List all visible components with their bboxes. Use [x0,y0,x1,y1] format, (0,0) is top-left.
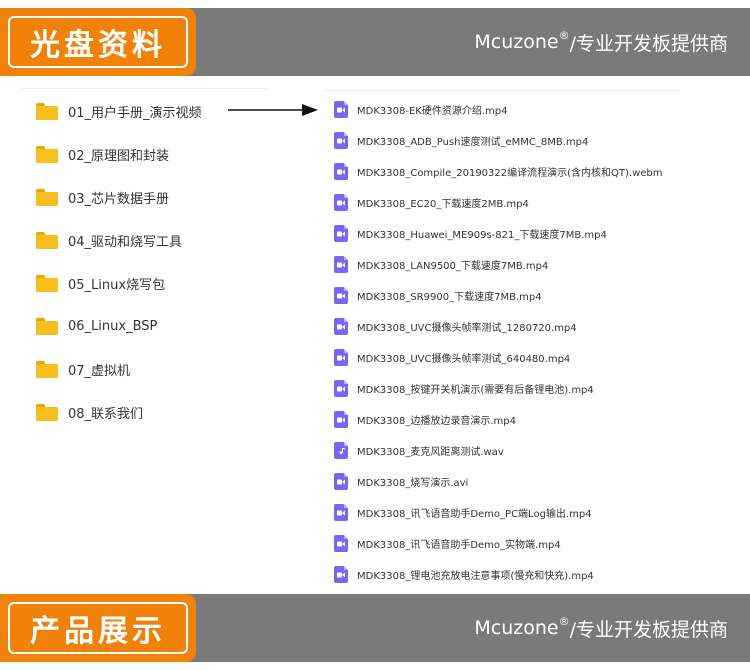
video-file-icon [334,534,348,552]
folder-label: 07_虚拟机 [68,363,131,379]
video-file-icon [334,131,348,149]
video-file-icon [334,348,348,366]
file-item[interactable]: MDK3308_烧写演示.avi [334,471,468,491]
folder-item[interactable]: 02_原理图和封装 [36,142,169,166]
folder-icon [36,231,58,249]
file-label: MDK3308_讯飞语音助手Demo_PC端Log输出.mp4 [357,508,592,520]
file-item[interactable]: MDK3308_麦克风距离测试.wav [334,440,504,460]
folder-label: 06_Linux_BSP [68,318,158,334]
video-file-icon [334,565,348,583]
video-file-icon [334,286,348,304]
file-item[interactable]: MDK3308-EK硬件资源介绍.mp4 [334,99,507,119]
file-item[interactable]: MDK3308_ADB_Push速度测试_eMMC_8MB.mp4 [334,130,588,150]
file-label: MDK3308_按键开关机演示(需要有后备锂电池).mp4 [357,384,594,396]
brand-suffix: /专业开发板提供商 [569,32,728,55]
section-tag: 产品展示 [0,594,196,662]
video-file-icon [334,317,348,335]
brand-suffix: /专业开发板提供商 [569,618,728,641]
folder-item[interactable]: 06_Linux_BSP [36,314,157,338]
folder-icon [36,403,58,421]
file-label: MDK3308_Compile_20190322编译流程演示(含内核和QT).w… [357,167,663,179]
section-tag-frame [8,16,188,68]
video-file-icon [334,100,348,118]
video-file-icon [334,472,348,490]
section-tag-frame [8,602,188,654]
video-file-icon [334,410,348,428]
bottom-banner: 产品展示 Mcuzone®/专业开发板提供商 [0,594,750,662]
file-item[interactable]: MDK3308_Huawei_ME909s-821_下载速度7MB.mp4 [334,223,607,243]
file-label: MDK3308_UVC摄像头帧率测试_1280720.mp4 [357,322,577,334]
folder-item[interactable]: 04_驱动和烧写工具 [36,228,182,252]
file-label: MDK3308_烧写演示.avi [357,477,469,489]
section-title: 产品展示 [30,614,166,649]
folder-icon [36,274,58,292]
folder-label: 01_用户手册_演示视频 [68,105,202,121]
file-label: MDK3308-EK硬件资源介绍.mp4 [357,105,508,117]
video-file-icon [334,379,348,397]
folder-icon [36,145,58,163]
arrow-right-icon [228,104,318,116]
file-item[interactable]: MDK3308_UVC摄像头帧率测试_1280720.mp4 [334,316,577,336]
folder-icon [36,360,58,378]
file-item[interactable]: MDK3308_按键开关机演示(需要有后备锂电池).mp4 [334,378,594,398]
folder-item[interactable]: 01_用户手册_演示视频 [36,99,202,123]
file-item[interactable]: MDK3308_锂电池充放电注意事项(慢充和快充).mp4 [334,564,594,584]
registered-mark: ® [558,614,570,628]
folder-list: 01_用户手册_演示视频 02_原理图和封装 03_芯片数据手册 04_驱动和烧… [22,88,268,428]
folder-item[interactable]: 05_Linux烧写包 [36,271,165,295]
file-label: MDK3308_边播放边录音演示.mp4 [357,415,516,427]
file-label: MDK3308_UVC摄像头帧率测试_640480.mp4 [357,353,571,365]
section-title: 光盘资料 [30,28,166,63]
folder-icon [36,317,58,335]
folder-label: 04_驱动和烧写工具 [68,234,183,250]
registered-mark: ® [558,28,570,42]
file-item[interactable]: MDK3308_讯飞语音助手Demo_实物端.mp4 [334,533,561,553]
file-label: MDK3308_LAN9500_下载速度7MB.mp4 [357,260,549,272]
video-file-icon [334,224,348,242]
folder-item[interactable]: 08_联系我们 [36,400,143,424]
folder-panel-divider [22,88,268,89]
video-file-icon [334,162,348,180]
folder-label: 08_联系我们 [68,406,144,422]
file-item[interactable]: MDK3308_讯飞语音助手Demo_PC端Log输出.mp4 [334,502,592,522]
file-item[interactable]: MDK3308_Compile_20190322编译流程演示(含内核和QT).w… [334,161,663,181]
file-label: MDK3308_Huawei_ME909s-821_下载速度7MB.mp4 [357,229,607,241]
file-item[interactable]: MDK3308_EC20_下载速度2MB.mp4 [334,192,529,212]
file-label: MDK3308_ADB_Push速度测试_eMMC_8MB.mp4 [357,136,589,148]
video-file-icon [334,255,348,273]
audio-file-icon [334,441,348,459]
file-item[interactable]: MDK3308_SR9900_下载速度7MB.mp4 [334,285,542,305]
file-label: MDK3308_SR9900_下载速度7MB.mp4 [357,291,542,303]
video-file-icon [334,503,348,521]
file-label: MDK3308_锂电池充放电注意事项(慢充和快充).mp4 [357,570,594,582]
file-item[interactable]: MDK3308_LAN9500_下载速度7MB.mp4 [334,254,548,274]
top-banner: 光盘资料 Mcuzone®/专业开发板提供商 [0,8,750,76]
video-file-icon [334,193,348,211]
section-tag: 光盘资料 [0,8,196,76]
brand-name: Mcuzone [474,617,559,639]
folder-item[interactable]: 07_虚拟机 [36,357,130,381]
brand-name: Mcuzone [474,31,559,53]
folder-icon [36,102,58,120]
folder-label: 02_原理图和封装 [68,148,170,164]
folder-item[interactable]: 03_芯片数据手册 [36,185,169,209]
file-label: MDK3308_讯飞语音助手Demo_实物端.mp4 [357,539,561,551]
folder-label: 05_Linux烧写包 [68,277,166,293]
brand-text: Mcuzone®/专业开发板提供商 [474,594,728,662]
folder-label: 03_芯片数据手册 [68,191,170,207]
file-label: MDK3308_EC20_下载速度2MB.mp4 [357,198,529,210]
file-item[interactable]: MDK3308_边播放边录音演示.mp4 [334,409,516,429]
file-item[interactable]: MDK3308_UVC摄像头帧率测试_640480.mp4 [334,347,570,367]
file-list: MDK3308-EK硬件资源介绍.mp4 MDK3308_ADB_Push速度测… [324,90,680,591]
brand-text: Mcuzone®/专业开发板提供商 [474,8,728,76]
file-label: MDK3308_麦克风距离测试.wav [357,446,504,458]
folder-icon [36,188,58,206]
